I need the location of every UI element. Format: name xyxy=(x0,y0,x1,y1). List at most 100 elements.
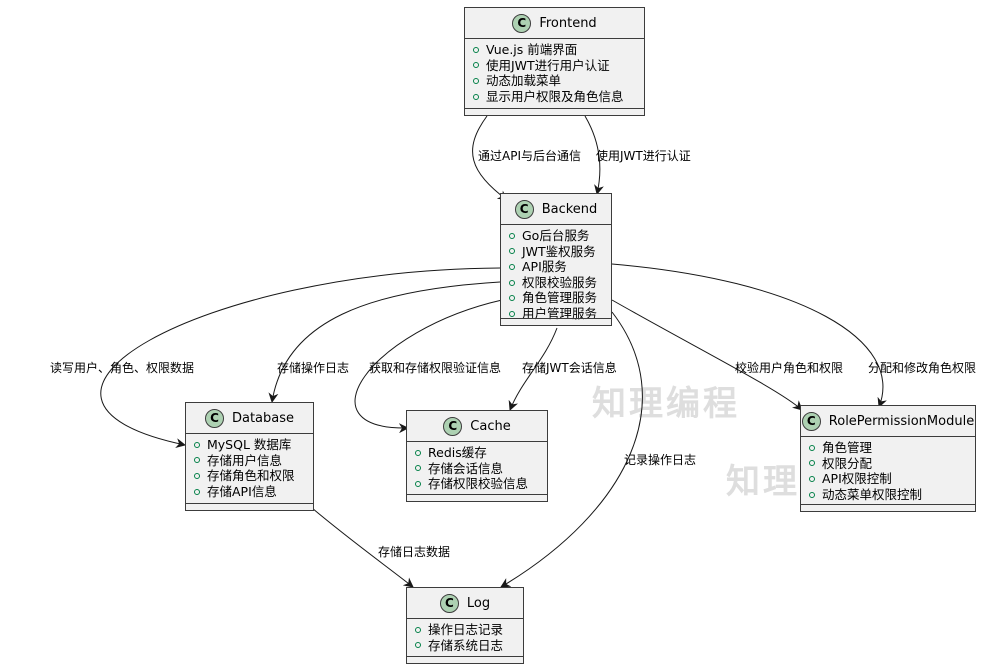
class-stereotype-icon: C xyxy=(801,411,821,431)
class-header: C Log xyxy=(407,588,523,619)
class-header: C Frontend xyxy=(465,8,644,39)
watermark-text: 知理 xyxy=(726,462,800,502)
edge-backend-database-rw xyxy=(100,267,501,449)
edge-backend-cache-jwt xyxy=(508,327,558,411)
edge-backend-cache-perm xyxy=(354,299,503,434)
class-attribute: API权限控制 xyxy=(809,471,967,487)
class-attributes: Vue.js 前端界面 使用JWT进行用户认证 动态加载菜单 显示用户权限及角色… xyxy=(465,39,644,104)
public-visibility-icon xyxy=(473,62,479,69)
edge-label: 记录操作日志 xyxy=(624,453,697,467)
watermark-text: 知理编程 xyxy=(592,384,740,424)
edge-frontend-backend-api xyxy=(472,115,508,201)
public-visibility-icon xyxy=(473,46,479,53)
edge-database-log xyxy=(311,507,414,588)
edge-label: 存储操作日志 xyxy=(277,361,350,375)
class-database: C Database MySQL 数据库 存储用户信息 存储角色和权限 存储AP… xyxy=(185,402,314,511)
class-attributes: 操作日志记录 存储系统日志 xyxy=(407,619,523,653)
class-stereotype-icon: C xyxy=(512,13,532,33)
class-header: C Database xyxy=(186,403,313,434)
class-attributes: 角色管理 权限分配 API权限控制 动态菜单权限控制 xyxy=(801,437,975,502)
public-visibility-icon xyxy=(415,642,421,649)
class-attribute: API服务 xyxy=(509,259,603,275)
class-method-divider xyxy=(801,504,975,505)
class-attribute: Redis缓存 xyxy=(415,445,539,461)
class-stereotype-icon: C xyxy=(204,408,224,428)
public-visibility-icon xyxy=(509,263,515,270)
class-attribute: 存储用户信息 xyxy=(194,453,305,469)
class-name: Frontend xyxy=(539,15,597,31)
edge-frontend-backend-jwt xyxy=(584,115,604,195)
public-visibility-icon xyxy=(509,310,515,317)
public-visibility-icon xyxy=(473,77,479,84)
public-visibility-icon xyxy=(809,475,815,482)
class-attribute: 权限分配 xyxy=(809,456,967,472)
public-visibility-icon xyxy=(415,465,421,472)
class-attribute: MySQL 数据库 xyxy=(194,437,305,453)
public-visibility-icon xyxy=(509,279,515,286)
class-attribute: 存储API信息 xyxy=(194,484,305,500)
class-header: C Cache xyxy=(407,411,547,442)
class-attribute: 动态加载菜单 xyxy=(473,73,636,89)
edge-backend-log xyxy=(500,311,643,588)
edge-label: 分配和修改角色权限 xyxy=(868,361,977,375)
class-name: Database xyxy=(231,410,295,426)
class-method-divider xyxy=(501,318,611,319)
class-attribute: Go后台服务 xyxy=(509,228,603,244)
class-attribute: 使用JWT进行用户认证 xyxy=(473,58,636,74)
public-visibility-icon xyxy=(473,93,479,100)
class-attribute: 角色管理 xyxy=(809,440,967,456)
class-name: Cache xyxy=(470,418,511,434)
class-cache: C Cache Redis缓存 存储会话信息 存储权限校验信息 xyxy=(406,410,548,502)
class-header: C Backend xyxy=(501,194,611,225)
edge-label: 读写用户、角色、权限数据 xyxy=(50,361,195,375)
class-stereotype-icon: C xyxy=(439,593,459,613)
public-visibility-icon xyxy=(809,444,815,451)
class-name: RolePermissionModule xyxy=(828,413,975,429)
class-header: C RolePermissionModule xyxy=(801,406,975,437)
class-frontend: C Frontend Vue.js 前端界面 使用JWT进行用户认证 动态加载菜… xyxy=(464,7,645,116)
class-method-divider xyxy=(465,108,644,109)
class-log: C Log 操作日志记录 存储系统日志 xyxy=(406,587,524,664)
public-visibility-icon xyxy=(809,460,815,467)
class-stereotype-icon: C xyxy=(443,416,463,436)
public-visibility-icon xyxy=(509,295,515,302)
public-visibility-icon xyxy=(194,457,200,464)
class-attribute: 用户管理服务 xyxy=(509,306,603,322)
class-attribute: JWT鉴权服务 xyxy=(509,244,603,260)
class-backend: C Backend Go后台服务 JWT鉴权服务 API服务 权限校验服务 角色… xyxy=(500,193,612,326)
class-attribute: 显示用户权限及角色信息 xyxy=(473,89,636,105)
public-visibility-icon xyxy=(509,232,515,239)
class-attribute: 存储角色和权限 xyxy=(194,468,305,484)
public-visibility-icon xyxy=(415,626,421,633)
class-role-permission-module: C RolePermissionModule 角色管理 权限分配 API权限控制… xyxy=(800,405,976,512)
public-visibility-icon xyxy=(415,449,421,456)
edge-label: 校验用户角色和权限 xyxy=(735,361,844,375)
public-visibility-icon xyxy=(194,488,200,495)
class-attributes: Go后台服务 JWT鉴权服务 API服务 权限校验服务 角色管理服务 用户管理服… xyxy=(501,225,611,322)
class-attribute: 存储系统日志 xyxy=(415,638,515,654)
public-visibility-icon xyxy=(809,491,815,498)
class-attribute: 角色管理服务 xyxy=(509,290,603,306)
class-method-divider xyxy=(186,503,313,504)
class-attribute: 权限校验服务 xyxy=(509,275,603,291)
edge-backend-database-log xyxy=(268,281,501,403)
class-attribute: 存储权限校验信息 xyxy=(415,476,539,492)
class-attribute: Vue.js 前端界面 xyxy=(473,42,636,58)
edge-label: 存储日志数据 xyxy=(378,545,451,559)
edge-label: 获取和存储权限验证信息 xyxy=(369,361,502,375)
edge-backend-rpm-check xyxy=(611,299,803,411)
edge-backend-rpm-assign xyxy=(611,263,887,408)
public-visibility-icon xyxy=(194,441,200,448)
class-stereotype-icon: C xyxy=(514,199,534,219)
class-method-divider xyxy=(407,494,547,495)
edge-label: 存储JWT会话信息 xyxy=(522,361,617,375)
public-visibility-icon xyxy=(509,248,515,255)
class-attribute: 动态菜单权限控制 xyxy=(809,487,967,503)
class-attribute: 存储会话信息 xyxy=(415,461,539,477)
edge-label: 使用JWT进行认证 xyxy=(596,149,691,163)
class-name: Log xyxy=(466,595,491,611)
class-attribute: 操作日志记录 xyxy=(415,622,515,638)
edge-label: 通过API与后台通信 xyxy=(478,149,581,163)
